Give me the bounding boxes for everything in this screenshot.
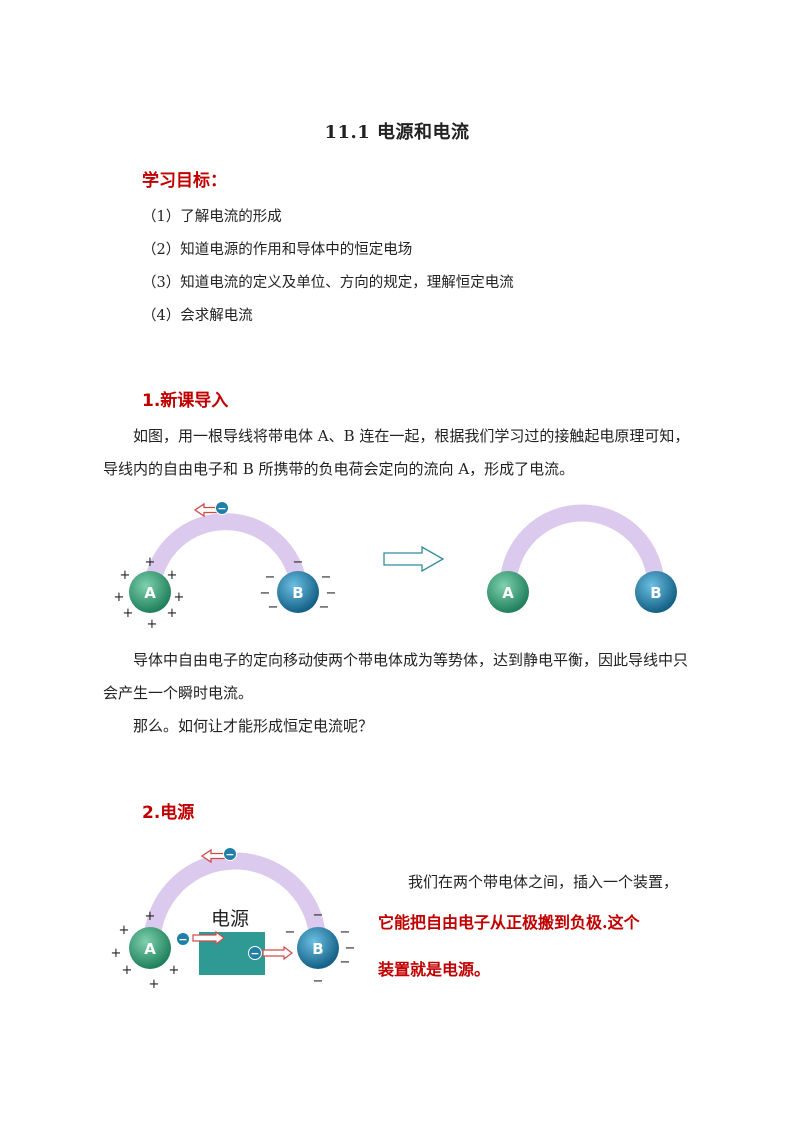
svg-text:−: − <box>345 941 356 956</box>
sphere-a-after-label: A <box>502 584 514 602</box>
svg-text:+: + <box>147 617 158 632</box>
transition-arrow <box>383 545 445 573</box>
svg-text:+: + <box>145 909 156 924</box>
objective-item-1: （1）了解电流的形成 <box>142 209 282 225</box>
minus-charges-b: − − − − − − <box>285 908 356 989</box>
objective-item-2: （2）知道电源的作用和导体中的恒定电场 <box>142 242 413 258</box>
section1-heading: 1.新课导入 <box>142 391 229 411</box>
sphere-b <box>297 927 339 969</box>
plus-charges-a: + + + + + + <box>111 909 180 992</box>
svg-text:+: + <box>114 590 125 605</box>
section1-paragraph-3: 那么。如何让才能形成恒定电流呢？ <box>133 717 374 735</box>
electron-at-a-sign: − <box>178 933 187 946</box>
svg-text:−: − <box>321 570 332 585</box>
electron <box>215 501 229 515</box>
figure-power-source: − A + + + + + + − 电源 − B − − − − − − <box>111 847 356 992</box>
svg-text:+: + <box>169 963 180 978</box>
sphere-a-after <box>487 571 529 613</box>
electron-top-sign: − <box>225 848 234 861</box>
svg-text:+: + <box>123 606 134 621</box>
electron-at-a <box>176 932 190 946</box>
svg-text:−: − <box>319 600 330 615</box>
svg-text:−: − <box>340 955 351 970</box>
objective-item-3: （3）知道电流的定义及单位、方向的规定，理解恒定电流 <box>142 275 514 291</box>
svg-text:+: + <box>122 963 133 978</box>
sphere-b-after <box>635 571 677 613</box>
electron-in-source <box>248 946 262 960</box>
section1-paragraph-1: 如图，用一根导线将带电体 A、B 连在一起，根据我们学习过的接触起电原理可知，导… <box>103 427 690 478</box>
svg-text:+: + <box>145 555 156 570</box>
svg-text:+: + <box>120 568 131 583</box>
svg-text:−: − <box>293 555 304 570</box>
section1-paragraph-2: 导体中自由电子的定向移动使两个带电体成为等势体，达到静电平衡，因此导线中只会产生… <box>103 651 689 702</box>
svg-text:−: − <box>268 600 279 615</box>
wire-arc-left <box>143 513 308 596</box>
power-source-label: 电源 <box>211 908 249 930</box>
internal-arrow-left <box>192 930 225 946</box>
sphere-b-label: B <box>312 940 323 958</box>
figure-discharge: − A + + + + + + + + B − − − − − − − <box>114 501 677 632</box>
svg-text:−: − <box>285 925 296 940</box>
section2-text-normal: 我们在两个带电体之间，插入一个装置， <box>408 873 679 891</box>
sphere-a-label: A <box>144 584 156 602</box>
minus-charges-b: − − − − − − − <box>260 555 337 615</box>
wire-arc <box>143 852 327 953</box>
section2-text-red-1: 它能把自由电子从正极搬到负极.这个 <box>378 913 640 932</box>
sphere-b-after-label: B <box>650 584 661 602</box>
svg-text:+: + <box>119 923 130 938</box>
section2-heading: 2.电源 <box>142 803 195 823</box>
svg-text:+: + <box>167 606 178 621</box>
wire-arc-right <box>499 504 665 596</box>
plus-charges-a: + + + + + + + + <box>114 555 185 632</box>
svg-text:−: − <box>340 925 351 940</box>
page-title: 11.1 电源和电流 <box>324 122 470 143</box>
electron-in-source-sign: − <box>250 947 259 960</box>
svg-text:+: + <box>167 568 178 583</box>
internal-arrow-right <box>262 945 293 961</box>
svg-text:−: − <box>326 586 337 601</box>
electron-top <box>223 847 237 861</box>
svg-text:−: − <box>260 586 271 601</box>
sphere-a <box>129 571 171 613</box>
svg-text:+: + <box>174 590 185 605</box>
section2-text-red-2: 装置就是电源。 <box>378 960 491 979</box>
svg-text:−: − <box>313 974 324 989</box>
svg-text:−: − <box>313 908 324 923</box>
svg-text:+: + <box>111 946 122 961</box>
objective-item-4: （4）会求解电流 <box>142 308 253 324</box>
svg-text:−: − <box>265 570 276 585</box>
electron-sign: − <box>217 502 226 515</box>
svg-text:+: + <box>149 977 160 992</box>
sphere-b <box>277 571 319 613</box>
sphere-b-label: B <box>292 584 303 602</box>
sphere-a <box>129 927 171 969</box>
sphere-a-label: A <box>144 940 156 958</box>
objectives-heading: 学习目标： <box>142 171 227 191</box>
